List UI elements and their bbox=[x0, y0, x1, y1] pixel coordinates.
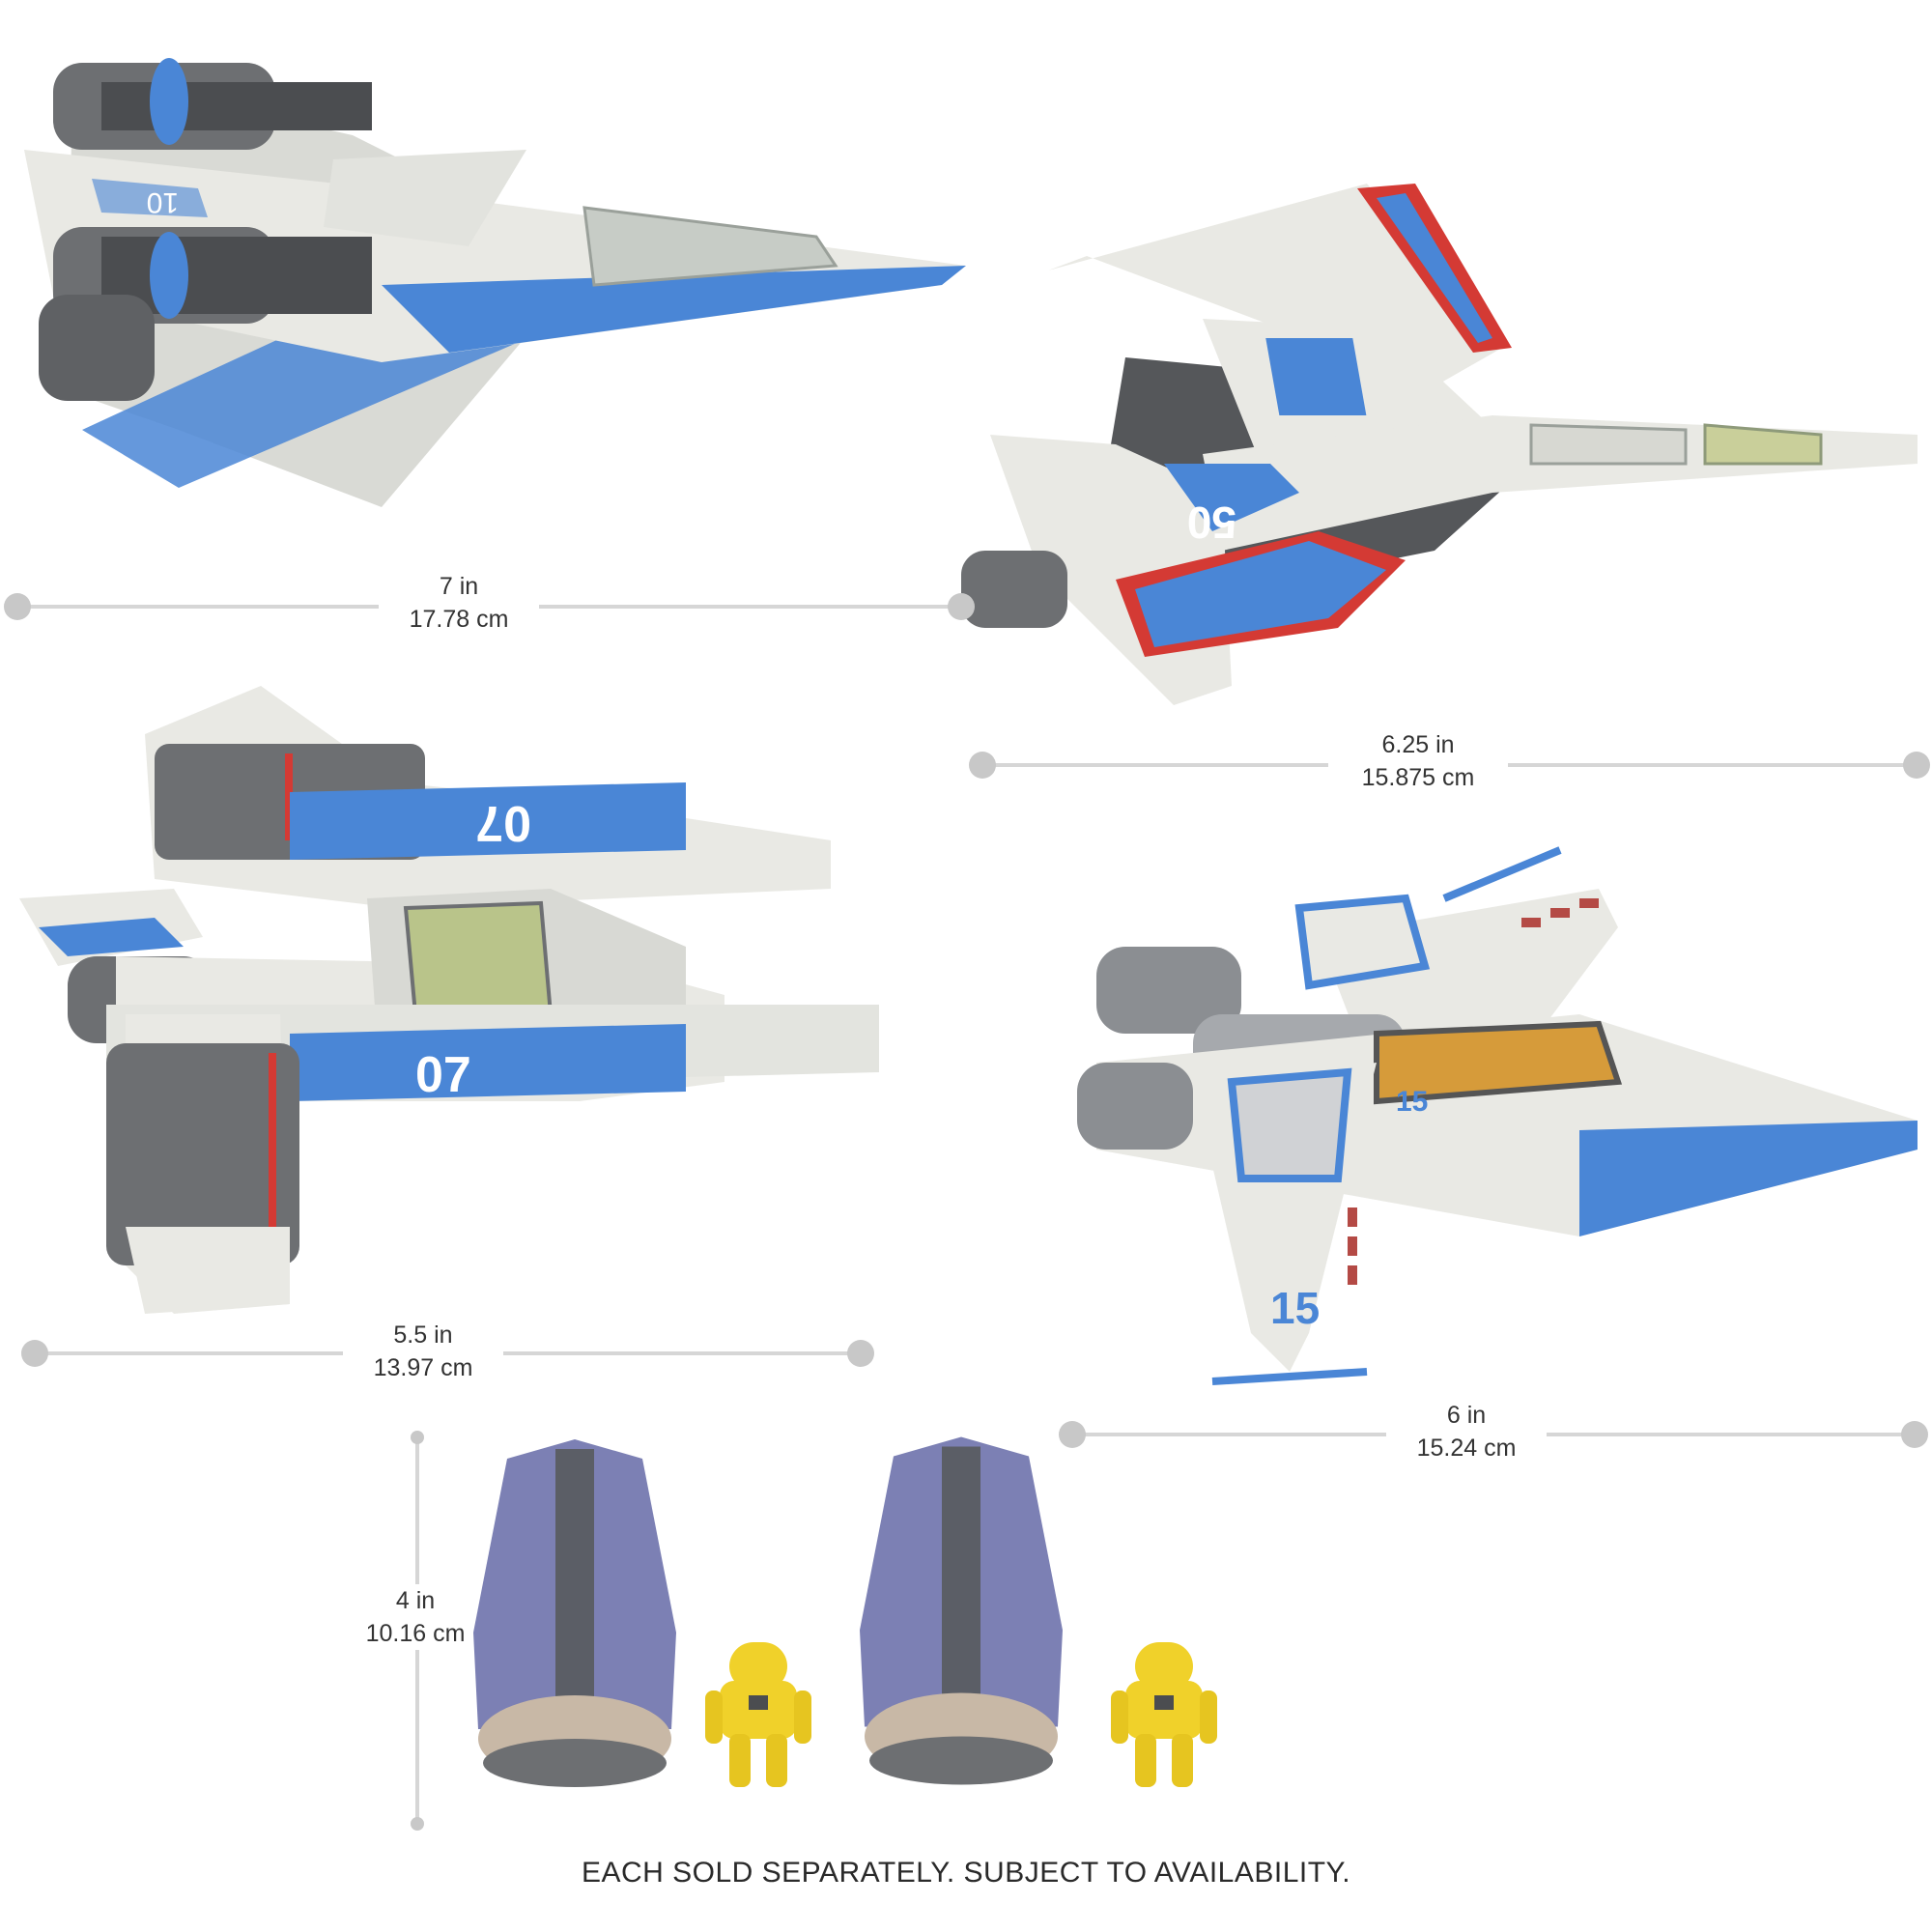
measurement-inches: 7 in bbox=[439, 573, 479, 600]
ship-number: 07 bbox=[475, 795, 531, 851]
xl-07-ship-image: 07 07 bbox=[10, 686, 879, 1314]
xl-05-ship-image: 50 bbox=[952, 145, 1918, 705]
ship2-measurement: 6.25 in 15.875 cm bbox=[1328, 728, 1508, 794]
robot-right-image bbox=[1111, 1642, 1217, 1797]
rule-end-dot bbox=[1901, 1421, 1928, 1448]
rule-end-dot bbox=[1059, 1421, 1086, 1448]
availability-disclaimer: EACH SOLD SEPARATELY. SUBJECT TO AVAILAB… bbox=[581, 1857, 1351, 1889]
rule-end-dot bbox=[411, 1817, 424, 1831]
measurement-inches: 5.5 in bbox=[393, 1321, 453, 1349]
measurement-inches: 6.25 in bbox=[1381, 731, 1455, 758]
measurement-cm: 10.16 cm bbox=[365, 1620, 466, 1647]
pod-measurement: 4 in 10.16 cm bbox=[362, 1584, 469, 1650]
xl-15-ship-image: 15 15 bbox=[1058, 831, 1927, 1410]
rule-end-dot bbox=[4, 593, 31, 620]
rule-end-dot bbox=[411, 1431, 424, 1444]
ship-number: 50 bbox=[1187, 497, 1236, 548]
ship3-measurement: 5.5 in 13.97 cm bbox=[343, 1319, 503, 1384]
measurement-cm: 13.97 cm bbox=[373, 1354, 473, 1381]
ship-number: 15 bbox=[1396, 1086, 1428, 1118]
rule-end-dot bbox=[1903, 752, 1930, 779]
robot-left-image bbox=[705, 1642, 811, 1797]
measurement-inches: 6 in bbox=[1446, 1402, 1487, 1429]
measurement-cm: 15.24 cm bbox=[1416, 1435, 1517, 1462]
xl-01-ship-image: 10 bbox=[14, 43, 980, 526]
ship4-measurement: 6 in 15.24 cm bbox=[1386, 1399, 1547, 1464]
ship-number: 07 bbox=[415, 1047, 471, 1103]
measurement-inches: 4 in bbox=[395, 1587, 436, 1614]
rule-end-dot bbox=[21, 1340, 48, 1367]
pod-right-image bbox=[855, 1435, 1067, 1787]
ship-number: 15 bbox=[1270, 1283, 1320, 1333]
ship1-measurement: 7 in 17.78 cm bbox=[379, 570, 539, 636]
pod-left-image bbox=[469, 1439, 681, 1787]
rule-end-dot bbox=[969, 752, 996, 779]
rule-end-dot bbox=[847, 1340, 874, 1367]
measurement-cm: 17.78 cm bbox=[409, 606, 509, 633]
measurement-cm: 15.875 cm bbox=[1361, 764, 1475, 791]
ship-number: 10 bbox=[147, 186, 179, 218]
rule-end-dot bbox=[948, 593, 975, 620]
